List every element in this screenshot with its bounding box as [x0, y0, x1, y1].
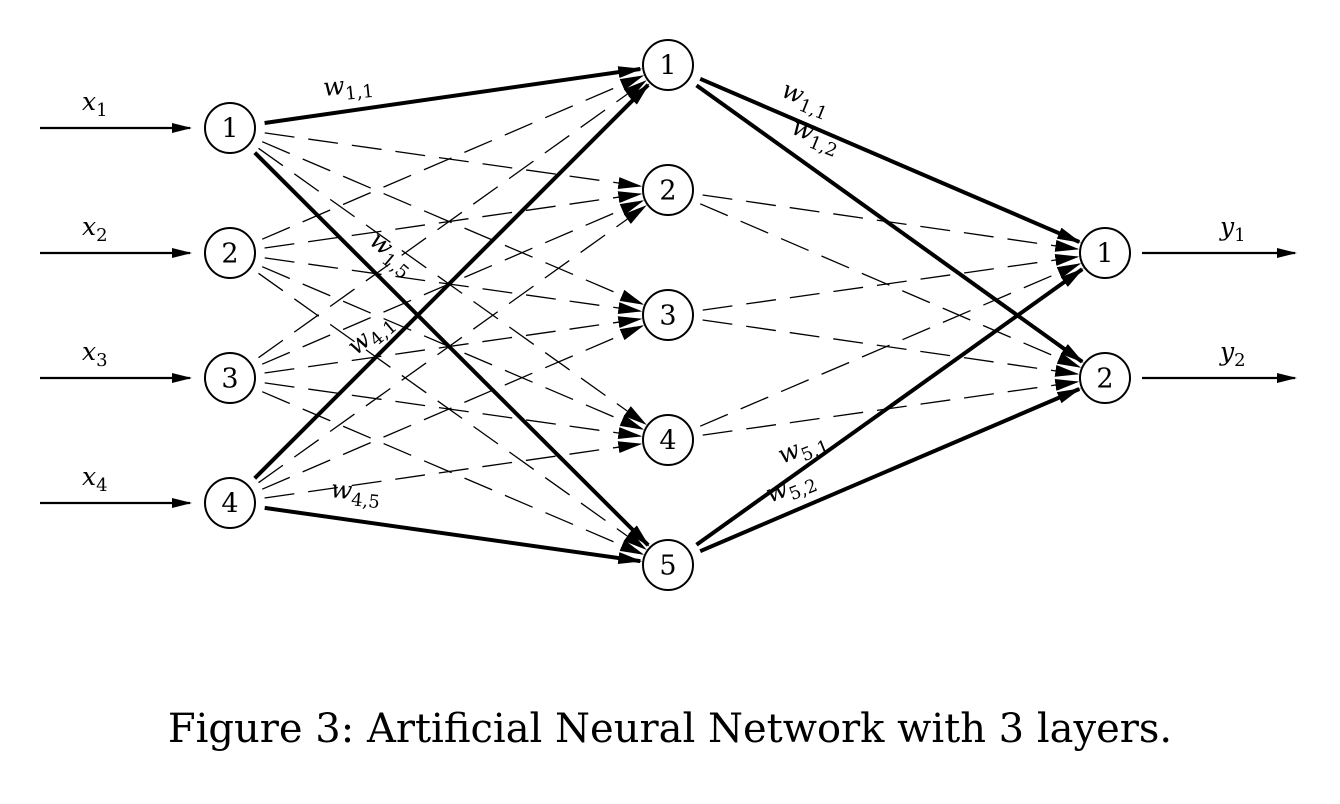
input-neuron-3: 3 [204, 352, 256, 404]
hidden-neuron-label: 1 [659, 51, 676, 82]
output-label-y1: y1 [1219, 212, 1246, 246]
weight-label-in-1-1: w1,1 [322, 68, 375, 107]
output-neuron-label: 1 [1096, 239, 1113, 270]
input-label-x1: x1 [82, 87, 108, 121]
hidden-neuron-label: 2 [659, 176, 676, 207]
input-neuron-label: 2 [221, 239, 238, 270]
output-neuron-label: 2 [1096, 364, 1113, 395]
connection-input3-hidden4 [264, 382, 643, 439]
input-label-x4: x4 [82, 462, 108, 496]
weight-label-in-4-5: w4,5 [329, 474, 382, 513]
hidden-neuron-4: 4 [642, 414, 694, 466]
weighted-connection-input4-hidden5 [264, 505, 643, 564]
hidden-neuron-5: 5 [642, 539, 694, 591]
hidden-neuron-label: 4 [659, 426, 676, 457]
connection-input3-hidden1 [258, 80, 647, 359]
output-label-y2: y2 [1219, 337, 1246, 371]
input-label-x2: x2 [82, 212, 108, 246]
weighted-connection-hidden5-output1 [695, 267, 1084, 547]
connection-hidden4-output1 [699, 263, 1082, 427]
connection-input3-hidden2 [261, 200, 645, 365]
connection-input2-hidden4 [261, 266, 645, 430]
weighted-connection-input1-hidden5 [253, 151, 650, 547]
hidden-neuron-label: 5 [659, 551, 676, 582]
connection-input1-hidden3 [261, 141, 645, 305]
connection-input4-hidden2 [258, 205, 647, 484]
input-neuron-label: 1 [221, 114, 238, 145]
connection-input2-hidden2 [264, 191, 643, 249]
highlighted-connections [253, 66, 1084, 564]
connection-input2-hidden1 [261, 75, 645, 240]
connection-input3-hidden3 [264, 316, 643, 374]
input-neuron-2: 2 [204, 227, 256, 279]
weighted-connection-hidden1-output1 [699, 76, 1082, 244]
input-label-x3: x3 [82, 337, 108, 371]
connection-input2-hidden3 [264, 257, 643, 314]
connection-hidden3-output1 [702, 254, 1080, 311]
input-neuron-label: 4 [221, 489, 238, 520]
connection-input1-hidden4 [258, 147, 647, 425]
connection-hidden3-output2 [702, 319, 1080, 377]
connection-hidden2-output2 [699, 203, 1082, 368]
hidden-neuron-3: 3 [642, 289, 694, 341]
io-arrows [40, 123, 1297, 508]
input-neuron-label: 3 [221, 364, 238, 395]
neurons: 1 2 3 4 1 2 3 4 5 1 2 [204, 39, 1131, 591]
hidden-neuron-label: 3 [659, 301, 676, 332]
hidden-neuron-1: 1 [642, 39, 694, 91]
connection-input1-hidden2 [264, 132, 643, 189]
figure-caption: Figure 3: Artificial Neural Network with… [167, 706, 1173, 752]
hidden-neuron-2: 2 [642, 164, 694, 216]
output-neuron-1: 1 [1079, 227, 1131, 279]
input-neuron-4: 4 [204, 477, 256, 529]
weighted-connection-hidden5-output2 [699, 387, 1082, 554]
connection-input2-hidden5 [258, 272, 647, 550]
weighted-connection-input1-hidden1 [264, 66, 643, 125]
output-neuron-2: 2 [1079, 352, 1131, 404]
neural-network-diagram: 1 2 3 4 1 2 3 4 5 1 2 x1 x2 x3 x4 y1 y2 w1,1 w1,5 w4,1 w4,5… [40, 39, 1297, 591]
weight-label-in-1-5: w1,5 [361, 225, 421, 283]
connection-input4-hidden4 [264, 441, 643, 499]
connection-input4-hidden3 [261, 325, 645, 490]
dashed-connections [258, 75, 1082, 555]
weighted-connection-hidden1-output2 [695, 83, 1084, 364]
weighted-connection-input4-hidden1 [253, 83, 650, 480]
input-neuron-1: 1 [204, 102, 256, 154]
weight-label-in-4-1: w4,1 [341, 306, 401, 364]
connection-input3-hidden5 [261, 391, 645, 555]
